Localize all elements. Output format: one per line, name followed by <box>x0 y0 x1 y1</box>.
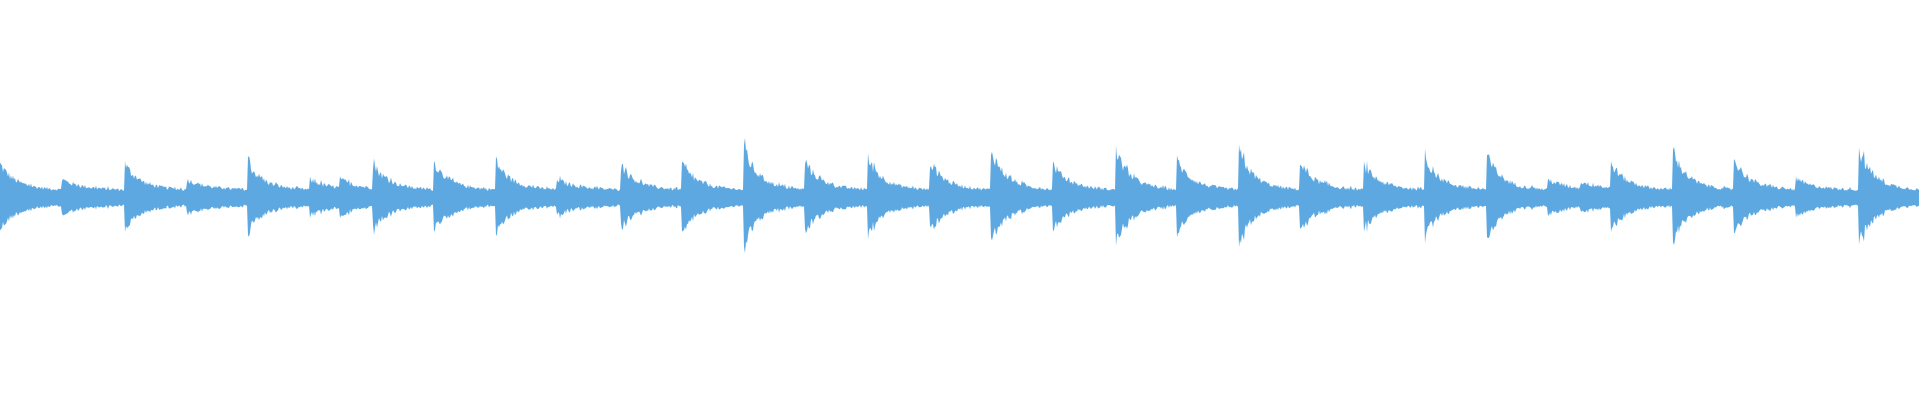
waveform-envelope-group <box>0 137 1919 254</box>
waveform-note-segment <box>1672 146 1734 245</box>
waveform-note-segment <box>557 175 620 219</box>
waveform-note-segment <box>0 162 61 231</box>
waveform-note-segment <box>309 176 340 218</box>
waveform-note-segment <box>1052 145 1116 247</box>
waveform-note-segment <box>186 157 248 236</box>
waveform-note-segment <box>1548 179 1580 216</box>
waveform-note-segment <box>804 153 868 240</box>
waveform-note-segment <box>743 137 804 254</box>
waveform-note-segment <box>1177 155 1238 238</box>
waveform-note-segment <box>1363 148 1425 244</box>
waveform-note-segment <box>868 153 929 240</box>
waveform-note-segment <box>125 161 186 232</box>
waveform-note-segment <box>620 161 682 232</box>
waveform-note-segment <box>682 161 743 232</box>
waveform-note-segment <box>1580 161 1611 232</box>
waveform-note-segment <box>372 158 434 235</box>
waveform-note-segment <box>1486 154 1548 239</box>
waveform-note-segment <box>495 156 557 236</box>
waveform-note-segment <box>1425 148 1486 244</box>
waveform-note-segment <box>434 161 495 232</box>
waveform-note-segment <box>340 176 372 218</box>
waveform-note-segment <box>1859 147 1919 245</box>
waveform-note-segment <box>1116 145 1177 247</box>
waveform-note-segment <box>1300 164 1363 229</box>
waveform-note-segment <box>929 155 991 238</box>
waveform-note-segment <box>248 156 309 237</box>
waveform-note-segment <box>1611 161 1672 232</box>
waveform-note-segment <box>61 161 125 232</box>
waveform-note-segment <box>1238 144 1300 248</box>
waveform-note-segment <box>1734 159 1795 234</box>
waveform-note-segment <box>1795 147 1859 245</box>
waveform-note-segment <box>991 151 1052 241</box>
